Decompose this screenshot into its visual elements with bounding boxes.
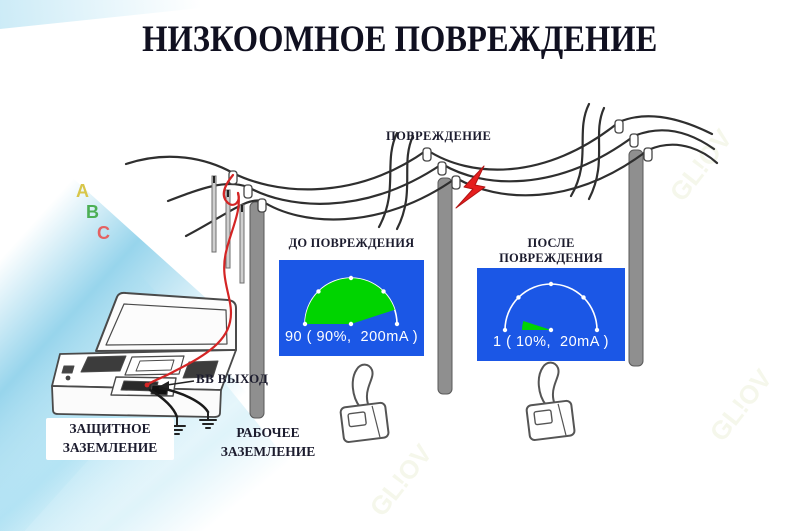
wire-span-curve xyxy=(395,134,415,231)
protective-ground-line2: ЗАЗЕМЛЕНИЕ xyxy=(62,439,158,455)
working-ground-label: РАБОЧЕЕ ЗАЗЕМЛЕНИЕ xyxy=(210,422,326,464)
insulator-icon xyxy=(629,133,639,148)
working-ground-line2: ЗАЗЕМЛЕНИЕ xyxy=(220,443,316,459)
phase-label-b: B xyxy=(86,202,99,222)
meter-after-screen: 1 ( 10%, 20mA ) xyxy=(477,268,625,361)
hanging-rod xyxy=(211,175,217,253)
gauge-before xyxy=(302,275,400,327)
working-ground-line1: РАБОЧЕЕ xyxy=(236,425,300,440)
gauge-after xyxy=(502,281,600,333)
insulator-icon xyxy=(228,170,238,185)
insulator-icon xyxy=(451,175,461,190)
page-title-text: НИЗКООМНОЕ ПОВРЕЖДЕНИЕ xyxy=(142,19,658,60)
receiver-device xyxy=(525,361,577,442)
receiver-device xyxy=(339,363,391,444)
protective-ground-label: ЗАЩИТНОЕ ЗАЗЕМЛЕНИЕ xyxy=(46,418,174,460)
utility-pole-middle xyxy=(437,177,453,395)
panel-button xyxy=(61,365,75,374)
hv-terminal xyxy=(144,382,150,388)
insulator-icon xyxy=(643,147,653,162)
case-lid xyxy=(95,291,237,352)
hanging-rod xyxy=(239,204,245,284)
utility-pole-left xyxy=(249,201,265,419)
fault-label: ПОВРЕЖДЕНИЕ xyxy=(386,129,492,143)
insulator-icon xyxy=(614,119,624,134)
meter-before-screen: 90 ( 90%, 200mA ) xyxy=(279,260,424,356)
insulator-icon xyxy=(422,147,432,162)
protective-ground-line1: ЗАЩИТНОЕ xyxy=(69,421,151,436)
test-instrument-case xyxy=(51,291,237,418)
page-title: НИЗКООМНОЕ ПОВРЕЖДЕНИЕ xyxy=(0,18,800,61)
hv-output-label: ВВ ВЫХОД xyxy=(196,371,269,386)
panel-tray-inner xyxy=(135,359,175,372)
lightning-fault-icon xyxy=(455,165,486,209)
meter-after-reading: 1 ( 10%, 20mA ) xyxy=(493,334,609,350)
phase-label-a: A xyxy=(76,181,89,201)
panel-knob xyxy=(65,375,71,381)
wire-span-curve xyxy=(377,131,399,229)
utility-pole-right xyxy=(628,149,644,367)
meter-before-title: ДО ПОВРЕЖДЕНИЯ xyxy=(288,236,415,250)
phase-label-c: C xyxy=(97,223,110,243)
wire-span-curve xyxy=(569,102,591,198)
insulator-icon xyxy=(437,161,447,176)
insulator-icon xyxy=(243,184,253,199)
insulator-icon xyxy=(257,198,267,213)
meter-after-title: ПОСЛЕ ПОВРЕЖДЕНИЯ xyxy=(499,236,603,265)
meter-before-reading: 90 ( 90%, 200mA ) xyxy=(284,329,419,345)
panel-module-dark xyxy=(80,355,127,373)
wire-span-curve xyxy=(587,106,606,201)
